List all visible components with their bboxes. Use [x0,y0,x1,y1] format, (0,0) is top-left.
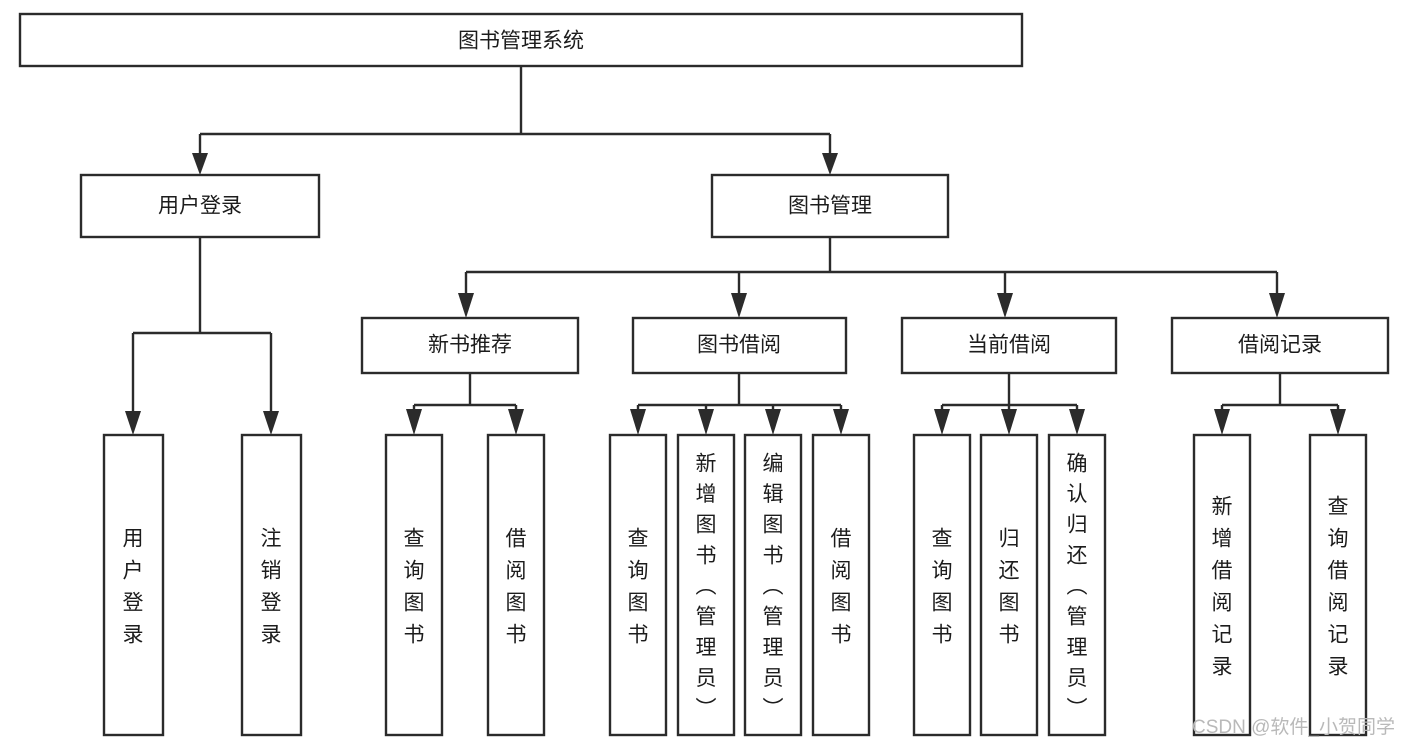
arrow-head-new-book-recommend [458,293,474,318]
node-book-borrow-label: 图书借阅 [697,334,781,357]
arrow-head-book-manage [822,153,838,175]
node-new-book-recommend-label: 新书推荐 [428,334,512,357]
node-borrow-record-label: 借阅记录 [1238,334,1322,357]
node-leaf-query-record-box[interactable] [1308,433,1368,737]
node-root-label: 图书管理系统 [458,30,584,53]
node-leaf-query-book-2[interactable]: 查询图书 [608,433,668,737]
node-leaf-return-book[interactable]: 归还图书 [979,433,1039,737]
node-leaf-query-book-3-label: 查询图书 [932,527,953,646]
node-leaf-add-book-label: 新增图书︵管理员︶ [696,452,717,720]
node-book-manage-label: 图书管理 [788,195,872,218]
arrow-head-leaf-query-book-2 [630,409,646,435]
node-leaf-borrow-book-1[interactable]: 借阅图书 [486,433,546,737]
node-leaf-confirm-return-label: 确认归还︵管理员︶ [1067,452,1088,720]
arrow-head-book-borrow [731,293,747,318]
node-book-borrow-box[interactable] [631,316,848,375]
node-user-login-box[interactable] [79,173,321,239]
node-leaf-user-logout-label: 注销登录 [261,527,282,646]
node-leaf-borrow-book-2-box[interactable] [811,433,871,737]
node-leaf-query-book-2-label: 查询图书 [628,527,649,646]
node-leaf-query-book-1[interactable]: 查询图书 [384,433,444,737]
node-book-manage[interactable]: 图书管理 [710,173,950,239]
node-leaf-add-record-label: 新增借阅记录 [1212,495,1233,678]
arrow-head-leaf-edit-book [765,409,781,435]
node-leaf-add-record-box[interactable] [1192,433,1252,737]
node-borrow-record-box[interactable] [1170,316,1390,375]
arrow-head-leaf-return-book [1001,409,1017,435]
node-leaf-return-book-label: 归还图书 [999,527,1020,646]
arrow-head-user-login [192,153,208,175]
node-current-borrow-box[interactable] [900,316,1118,375]
node-leaf-query-record-label: 查询借阅记录 [1328,495,1349,678]
node-leaf-borrow-book-2-label: 借阅图书 [831,527,852,646]
node-leaf-borrow-book-2[interactable]: 借阅图书 [811,433,871,737]
arrow-head-leaf-add-book [698,409,714,435]
node-book-manage-box[interactable] [710,173,950,239]
node-current-borrow-label: 当前借阅 [967,334,1051,357]
node-new-book-recommend-box[interactable] [360,316,580,375]
connector-layer [125,66,1346,435]
node-user-login-label: 用户登录 [158,195,242,218]
arrow-head-leaf-confirm-return [1069,409,1085,435]
csdn-watermark: CSDN @软件_小贺同学 [1192,716,1395,738]
arrow-head-borrow-record [1269,293,1285,318]
node-leaf-edit-book-label: 编辑图书︵管理员︶ [763,452,784,720]
node-leaf-add-book-box[interactable] [676,433,736,737]
node-current-borrow[interactable]: 当前借阅 [900,316,1118,375]
arrow-head-leaf-add-record [1214,409,1230,435]
node-new-book-recommend[interactable]: 新书推荐 [360,316,580,375]
node-leaf-add-book[interactable]: 新增图书︵管理员︶ [676,433,736,737]
arrow-head-leaf-query-book-1 [406,409,422,435]
node-leaf-borrow-book-1-label: 借阅图书 [506,527,527,646]
node-leaf-confirm-return-box[interactable] [1047,433,1107,737]
node-leaf-query-record[interactable]: 查询借阅记录 [1308,433,1368,737]
node-leaf-add-record[interactable]: 新增借阅记录 [1192,433,1252,737]
node-user-login[interactable]: 用户登录 [79,173,321,239]
node-leaf-query-book-2-box[interactable] [608,433,668,737]
arrow-head-current-borrow [997,293,1013,318]
arrow-head-leaf-query-record [1330,409,1346,435]
node-leaf-query-book-1-box[interactable] [384,433,444,737]
arrow-head-leaf-user-logout [263,411,279,435]
node-leaf-user-login[interactable]: 用户登录 [102,433,165,737]
node-leaf-user-login-box[interactable] [102,433,165,737]
node-leaf-confirm-return[interactable]: 确认归还︵管理员︶ [1047,433,1107,737]
node-root-box[interactable] [18,12,1024,68]
node-leaf-query-book-3[interactable]: 查询图书 [912,433,972,737]
node-book-borrow[interactable]: 图书借阅 [631,316,848,375]
node-leaf-user-logout[interactable]: 注销登录 [240,433,303,737]
arrow-head-leaf-query-book-3 [934,409,950,435]
node-leaf-return-book-box[interactable] [979,433,1039,737]
node-leaf-query-book-3-box[interactable] [912,433,972,737]
arrow-head-leaf-borrow-book-1 [508,409,524,435]
node-leaf-borrow-book-1-box[interactable] [486,433,546,737]
node-leaf-edit-book[interactable]: 编辑图书︵管理员︶ [743,433,803,737]
node-leaf-user-logout-box[interactable] [240,433,303,737]
node-leaf-query-book-1-label: 查询图书 [404,527,425,646]
node-leaf-user-login-label: 用户登录 [123,527,144,646]
node-root[interactable]: 图书管理系统 [18,12,1024,68]
node-leaf-edit-book-box[interactable] [743,433,803,737]
node-borrow-record[interactable]: 借阅记录 [1170,316,1390,375]
arrow-head-leaf-borrow-book-2 [833,409,849,435]
arrow-head-leaf-user-login [125,411,141,435]
